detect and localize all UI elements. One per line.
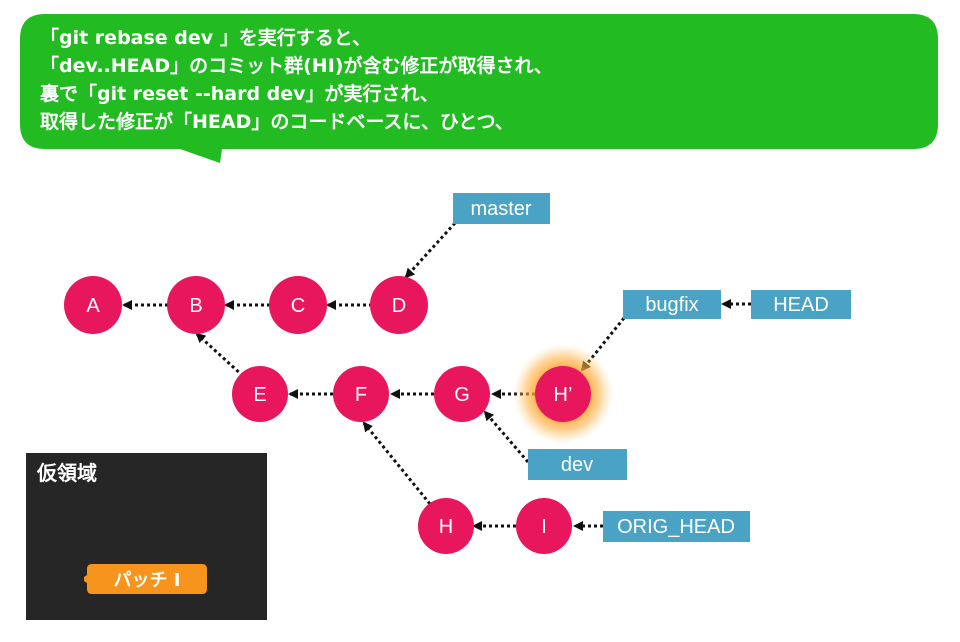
edge-e-to-b [195,332,245,378]
ref-bugfix-label: bugfix [645,294,698,316]
patch-badge: パッチ I [84,564,207,594]
commit-c-label: C [291,295,305,317]
commit-b: B [167,276,225,334]
callout-line-1: 「git rebase dev 」を実行すると、 [40,26,371,49]
commit-e-label: E [253,384,266,406]
patch-label: パッチ I [114,570,181,591]
callout-bubble: 「git rebase dev 」を実行すると、 「dev..HEAD」のコミッ… [20,14,938,163]
commit-h-label: H [439,516,453,538]
commit-h: H [418,498,474,554]
callout-line-3: 裏で「git reset --hard dev」が実行され、 [39,82,439,105]
ref-master-label: master [470,198,531,220]
commit-g: G [434,366,490,422]
callout-line-2: 「dev..HEAD」のコミット群(HI)が含む修正が取得され、 [40,54,553,77]
edge-master-to-d [404,221,457,279]
commit-h-prime: H’ [535,366,591,422]
commit-h-prime-label: H’ [554,384,573,406]
commit-a: A [64,276,122,334]
commit-i-label: I [541,516,547,538]
ref-head: HEAD [751,290,851,319]
ref-orig-head: ORIG_HEAD [603,511,750,542]
commit-d: D [370,276,428,334]
commit-nodes: A B C D E F G H’ [64,276,591,554]
callout-line-4: 取得した修正が「HEAD」のコードベースに、ひとつ、 [40,110,514,133]
temp-area-panel: 仮領域 パッチ I [26,453,267,620]
commit-b-label: B [189,295,202,317]
edge-dev-to-g [483,410,530,463]
commit-a-label: A [86,295,100,317]
temp-area-title: 仮領域 [36,461,97,485]
commit-c: C [269,276,327,334]
edge-h-to-f [362,421,432,505]
commit-g-label: G [454,384,470,406]
ref-dev: dev [528,449,627,480]
commit-e: E [232,366,288,422]
commit-d-label: D [392,295,406,317]
commit-f: F [333,366,389,422]
ref-head-label: HEAD [773,294,829,316]
ref-master: master [453,193,550,224]
ref-orig-head-label: ORIG_HEAD [617,516,735,538]
ref-bugfix: bugfix [623,290,721,319]
commit-i: I [516,498,572,554]
commit-f-label: F [355,384,367,406]
ref-labels: master bugfix HEAD dev ORIG_HEAD [453,193,851,542]
ref-dev-label: dev [561,454,593,476]
